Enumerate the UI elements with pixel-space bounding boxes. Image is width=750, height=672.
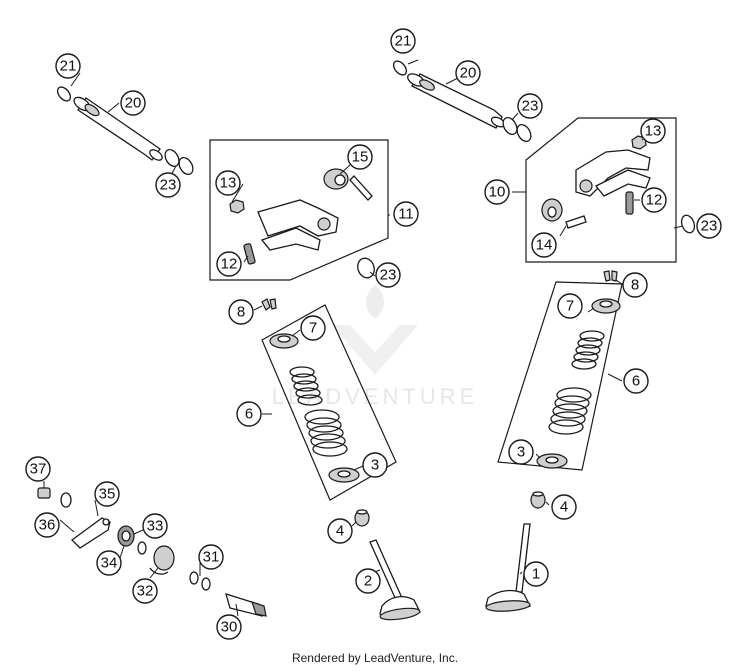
right-rocker-shaft	[392, 60, 532, 143]
callout-31: 31	[198, 544, 224, 570]
callout-label: 34	[101, 555, 118, 572]
callout-23-left-lower: 23	[375, 262, 401, 288]
callout-8-left: 8	[228, 299, 254, 325]
callout-7-right: 7	[557, 293, 583, 319]
callout-13-left: 13	[215, 170, 241, 196]
callout-label: 3	[371, 457, 379, 474]
callout-37: 37	[25, 456, 51, 482]
callout-3-right: 3	[508, 439, 534, 465]
callout-label: 4	[336, 523, 344, 540]
callout-label: 23	[160, 177, 177, 194]
callout-30: 30	[216, 614, 242, 640]
callout-label: 8	[237, 304, 245, 321]
callout-20-right: 20	[455, 60, 481, 86]
o-ring-23-right-lower	[680, 214, 696, 234]
o-ring-23-left-lower	[357, 257, 375, 279]
callout-label: 21	[60, 58, 77, 75]
callout-label: 3	[517, 444, 525, 461]
left-rocker-arm-group	[209, 139, 389, 281]
callout-label: 13	[220, 175, 237, 192]
callout-1: 1	[523, 561, 549, 587]
callout-label: 4	[560, 499, 568, 516]
left-rocker-shaft	[56, 86, 194, 176]
stem-seal-left	[354, 509, 370, 527]
callout-6-left: 6	[236, 401, 262, 427]
callout-label: 2	[364, 573, 372, 590]
right-valve-spring-group	[497, 281, 623, 471]
exhaust-valve	[369, 539, 421, 621]
callout-label: 23	[380, 267, 397, 284]
callout-35: 35	[94, 481, 120, 507]
callout-label: 11	[398, 206, 414, 223]
callout-label: 12	[646, 192, 663, 209]
stem-seal-right	[530, 491, 546, 509]
callout-label: 31	[203, 549, 220, 566]
callout-23-right-lower: 23	[696, 213, 722, 239]
callout-label: 36	[39, 517, 56, 534]
callout-label: 37	[30, 461, 47, 478]
decompressor-parts	[37, 487, 267, 617]
callout-32: 32	[132, 578, 158, 604]
callout-36: 36	[34, 512, 60, 538]
callout-label: 33	[147, 518, 164, 535]
callout-23-right-upper: 23	[517, 93, 543, 119]
callout-label: 6	[245, 406, 253, 423]
callout-label: 14	[536, 237, 553, 254]
callout-label: 12	[221, 256, 238, 273]
callout-12-right: 12	[641, 187, 667, 213]
callout-21-left: 21	[55, 53, 81, 79]
callout-8-right: 8	[622, 272, 648, 298]
callout-14: 14	[531, 232, 557, 258]
callout-33: 33	[142, 513, 168, 539]
callout-label: 15	[352, 149, 369, 166]
left-valve-spring-group	[261, 304, 397, 501]
callout-21-right: 21	[390, 28, 416, 54]
callout-15: 15	[347, 144, 373, 170]
callout-label: 10	[489, 184, 506, 201]
callout-label: 7	[309, 320, 317, 337]
right-rocker-arm-group	[525, 117, 677, 263]
callout-20-left: 20	[120, 90, 146, 116]
callout-label: 32	[137, 583, 154, 600]
callout-label: 30	[221, 619, 238, 636]
callout-12-left: 12	[216, 251, 242, 277]
intake-valve	[485, 523, 531, 612]
callout-label: 7	[566, 298, 574, 315]
callout-7-left: 7	[300, 315, 326, 341]
callout-6-right: 6	[623, 368, 649, 394]
callout-label: 21	[395, 33, 412, 50]
callout-2: 2	[355, 568, 381, 594]
callout-10: 10	[484, 179, 510, 205]
callout-23-left-upper: 23	[155, 172, 181, 198]
callout-13-right: 13	[640, 118, 666, 144]
callout-label: 35	[99, 486, 116, 503]
callout-4-right: 4	[551, 494, 577, 520]
callout-label: 1	[532, 566, 540, 583]
callout-label: 20	[125, 95, 142, 112]
valve-collets-right	[603, 270, 618, 282]
callout-label: 6	[632, 373, 640, 390]
callout-34: 34	[96, 550, 122, 576]
valve-collets-left	[261, 298, 277, 311]
callout-label: 8	[631, 277, 639, 294]
callout-11: 11	[393, 201, 419, 227]
callout-label: 13	[645, 123, 662, 140]
callout-label: 20	[460, 65, 477, 82]
callout-4-left: 4	[327, 518, 353, 544]
footer-credit: Rendered by LeadVenture, Inc.	[291, 651, 459, 665]
callout-label: 23	[701, 218, 718, 235]
callout-label: 23	[522, 98, 539, 115]
callout-3-left: 3	[362, 452, 388, 478]
